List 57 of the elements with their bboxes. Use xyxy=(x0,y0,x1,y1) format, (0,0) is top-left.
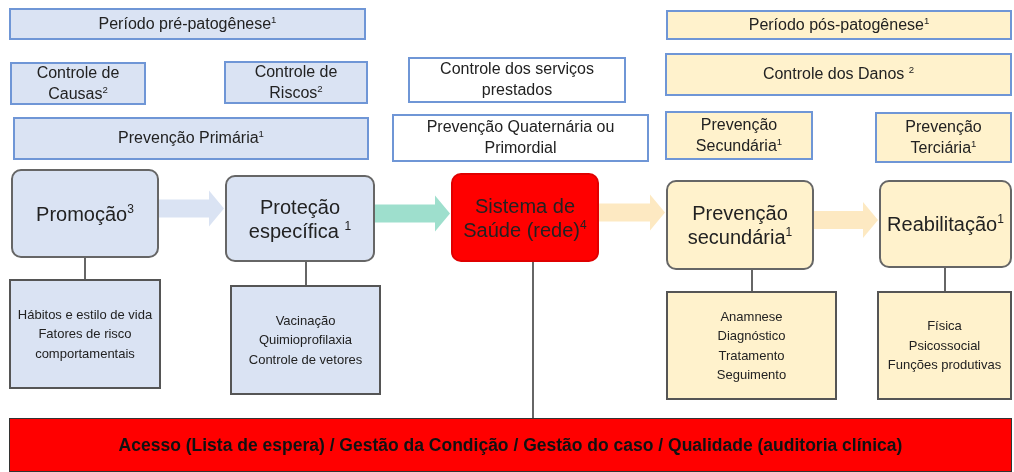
node-text: Prevenção Quaternária ou Primordial xyxy=(425,117,616,158)
node-text: Física xyxy=(927,317,962,336)
node-text: Prevenção Terciária$^{1}$ xyxy=(904,116,983,158)
label-band xyxy=(666,10,1012,40)
node-text: Anamnese xyxy=(720,307,783,326)
label-band xyxy=(665,111,813,160)
node-text: Reabilitação$^{1}$ xyxy=(887,212,1004,236)
node-text: Promoção$^{3}$ xyxy=(36,201,134,226)
label-band xyxy=(224,61,368,104)
label-band xyxy=(875,112,1012,163)
connector-line xyxy=(305,261,307,286)
node-text: Período pré-patogênese$^{1}$ xyxy=(98,13,277,34)
detail-box xyxy=(230,285,381,395)
node-text: Sistema de Saúde (rede)$^{4}$ xyxy=(462,193,588,242)
node-text: Tratamento xyxy=(718,346,785,365)
label-band xyxy=(13,117,369,160)
action-bar xyxy=(9,418,1012,472)
node-text: Prevenção Secundária$^{1}$ xyxy=(694,114,784,156)
block-arrow xyxy=(375,195,450,232)
label-band xyxy=(665,53,1012,96)
stage-box xyxy=(879,180,1012,268)
connector-line xyxy=(944,267,946,292)
label-band xyxy=(10,62,146,105)
node-text: Seguimento xyxy=(716,366,787,384)
node-text: Quimioprofilaxia xyxy=(258,331,353,350)
label-band xyxy=(408,57,626,103)
node-text: Hábitos e estilo de vida xyxy=(17,305,153,324)
node-text: Controle dos Danos $^{2}$ xyxy=(762,64,915,85)
node-text: Controle de Causas$^{2}$ xyxy=(35,62,121,104)
label-band xyxy=(392,114,649,162)
node-text: Psicossocial xyxy=(908,336,981,355)
connector-line xyxy=(84,257,86,280)
node-text: Controle dos serviços prestados xyxy=(439,59,595,100)
node-text: Vacinação xyxy=(275,311,336,330)
connector-line xyxy=(532,261,534,419)
detail-box xyxy=(877,291,1012,400)
stage-box xyxy=(11,169,159,258)
stage-box xyxy=(225,175,375,262)
node-text: Controle de vetores xyxy=(248,350,363,369)
detail-box xyxy=(666,291,837,400)
label-band xyxy=(9,8,366,40)
connector-line xyxy=(751,269,753,292)
node-text: Prevenção Primária$^{1}$ xyxy=(118,128,264,149)
stage-box xyxy=(666,180,814,270)
node-text: Período pós-patogênese$^{1}$ xyxy=(748,14,930,35)
node-text: Controle de Riscos$^{2}$ xyxy=(253,61,339,103)
block-arrow xyxy=(159,190,224,227)
node-text: Fatores de risco comportamentais xyxy=(34,325,136,363)
node-text: Proteção específica $^{1}$ xyxy=(247,194,353,243)
block-arrow xyxy=(599,194,665,231)
node-text: Funções produtivas xyxy=(887,356,1002,375)
detail-box xyxy=(9,279,161,389)
node-text: Prevenção secundária$^{1}$ xyxy=(686,201,794,249)
node-text: Diagnóstico xyxy=(717,327,786,345)
node-text: Acesso (Lista de espera) / Gestão da Condição / Gestão do caso / Qualidade (auditoria clínica) xyxy=(118,434,903,456)
stage-box xyxy=(451,173,599,262)
block-arrow xyxy=(814,202,878,238)
